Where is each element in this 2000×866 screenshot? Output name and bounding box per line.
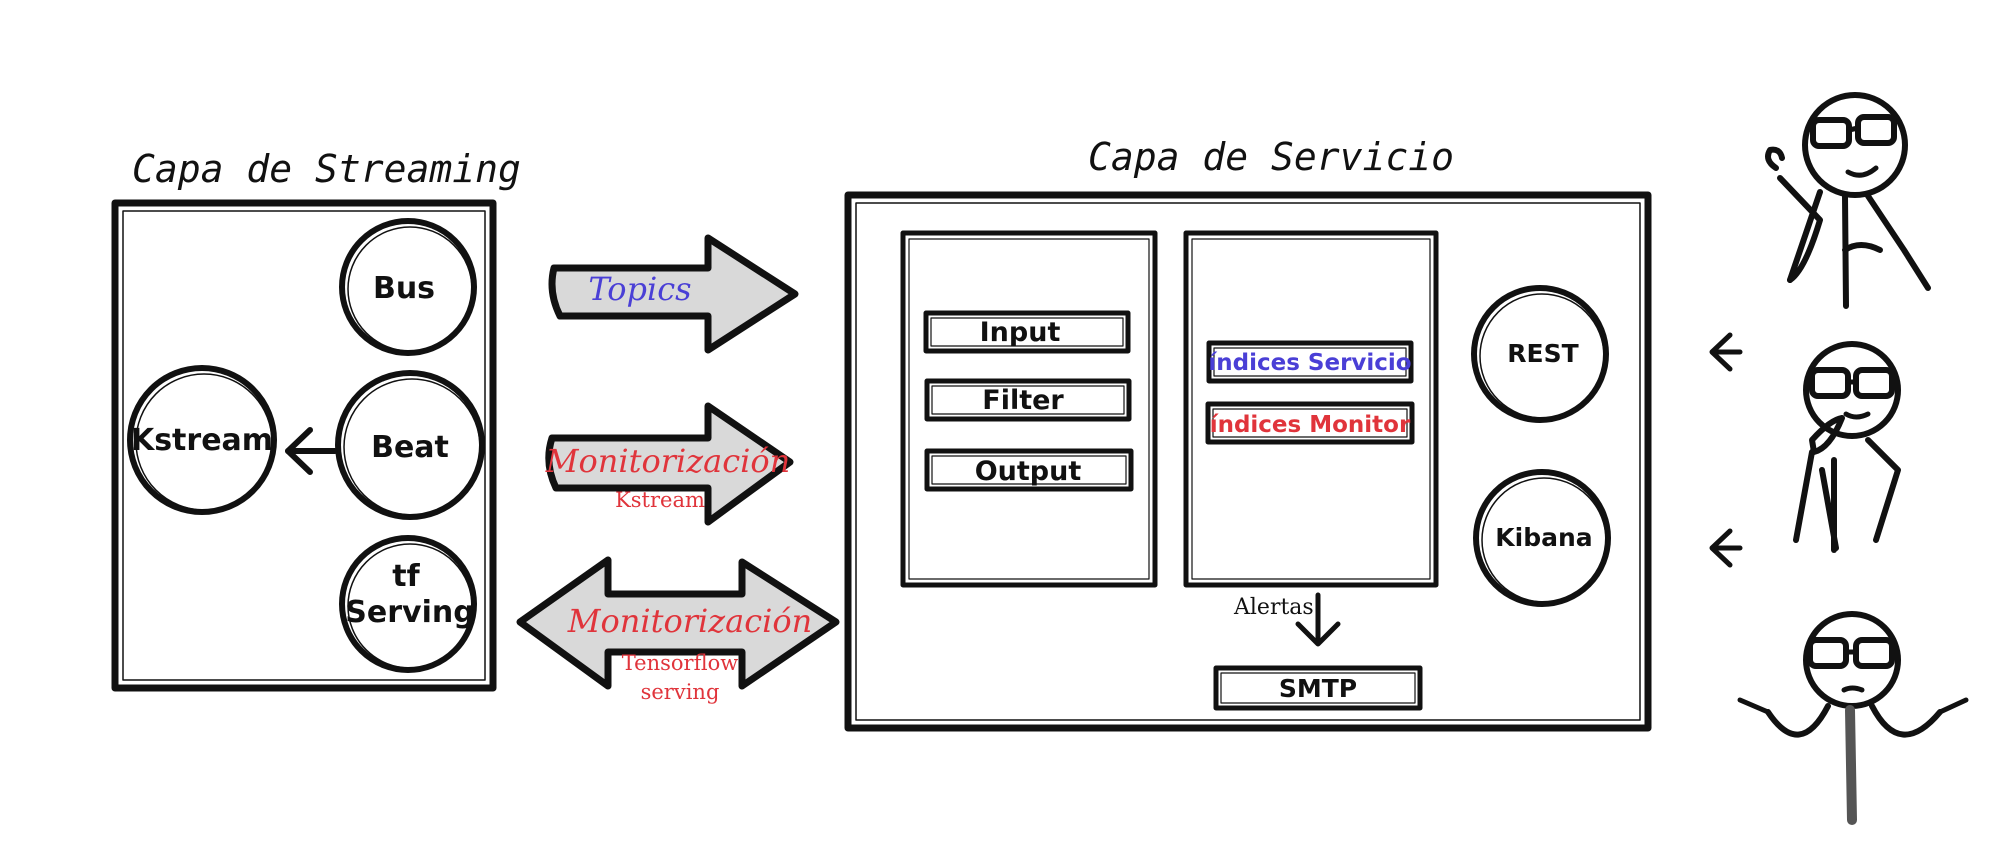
elasticsearch-indices-panel xyxy=(1183,230,1439,588)
output-stage: Output xyxy=(924,448,1134,492)
kibana-node: Kibana xyxy=(1473,469,1611,607)
kstream-flow-label: Kstream xyxy=(615,488,705,512)
user-thinking-thumb-icon xyxy=(1765,92,1931,309)
user-thinking-chin-icon xyxy=(1793,341,1901,553)
bus-label: Bus xyxy=(373,271,435,306)
output-label: Output xyxy=(975,456,1082,487)
indices-servicio-label: índices Servicio xyxy=(1208,350,1411,376)
rest-node: REST xyxy=(1471,285,1609,423)
serving-flow-label: serving xyxy=(641,680,720,704)
tf-serving-node: tf Serving xyxy=(339,535,477,673)
monitorizacion-kstream-label: Monitorización xyxy=(545,442,791,480)
beat-to-kstream-arrow xyxy=(285,427,338,475)
tf-label: tf xyxy=(392,559,420,594)
smtp-label: SMTP xyxy=(1279,674,1357,703)
tensorflow-label: Tensorflow xyxy=(622,651,738,675)
user-shrug-icon xyxy=(1737,611,1969,825)
input-stage: Input xyxy=(923,310,1131,354)
monitorizacion-kstream-arrow: Monitorización Kstream xyxy=(545,402,794,526)
rest-label: REST xyxy=(1507,339,1578,368)
logstash-pipeline-panel xyxy=(900,230,1158,588)
indices-monitor-item: índices Monitor xyxy=(1205,401,1415,445)
serving-label: Serving xyxy=(345,595,474,630)
alertas-arrow xyxy=(1295,592,1341,647)
streaming-layer-box xyxy=(111,199,497,692)
service-layer-title: Capa de Servicio xyxy=(1088,135,1454,179)
monitorizacion-tf-label: Monitorización xyxy=(567,602,813,640)
beat-node: Beat xyxy=(335,370,485,520)
monitorizacion-tf-bidirectional-arrow: Monitorización Tensorflow serving xyxy=(516,556,840,704)
beat-label: Beat xyxy=(371,430,449,465)
kibana-label: Kibana xyxy=(1495,523,1592,552)
streaming-layer-title: Capa de Streaming xyxy=(132,147,521,191)
bus-node: Bus xyxy=(339,218,477,356)
users-to-rest-arrow xyxy=(1709,332,1743,372)
input-label: Input xyxy=(980,317,1061,348)
topics-label: Topics xyxy=(588,270,691,308)
indices-monitor-label: índices Monitor xyxy=(1210,412,1411,438)
topics-arrow: Topics xyxy=(548,234,799,354)
smtp-node: SMTP xyxy=(1213,665,1423,711)
indices-servicio-item: índices Servicio xyxy=(1206,340,1414,384)
service-layer-box xyxy=(844,191,1652,732)
filter-stage: Filter xyxy=(924,378,1132,422)
users-to-kibana-arrow xyxy=(1709,528,1743,568)
kstream-node: Kstream xyxy=(127,365,277,515)
filter-label: Filter xyxy=(982,385,1064,416)
kstream-label: Kstream xyxy=(131,423,273,458)
alertas-label: Alertas xyxy=(1233,595,1314,620)
